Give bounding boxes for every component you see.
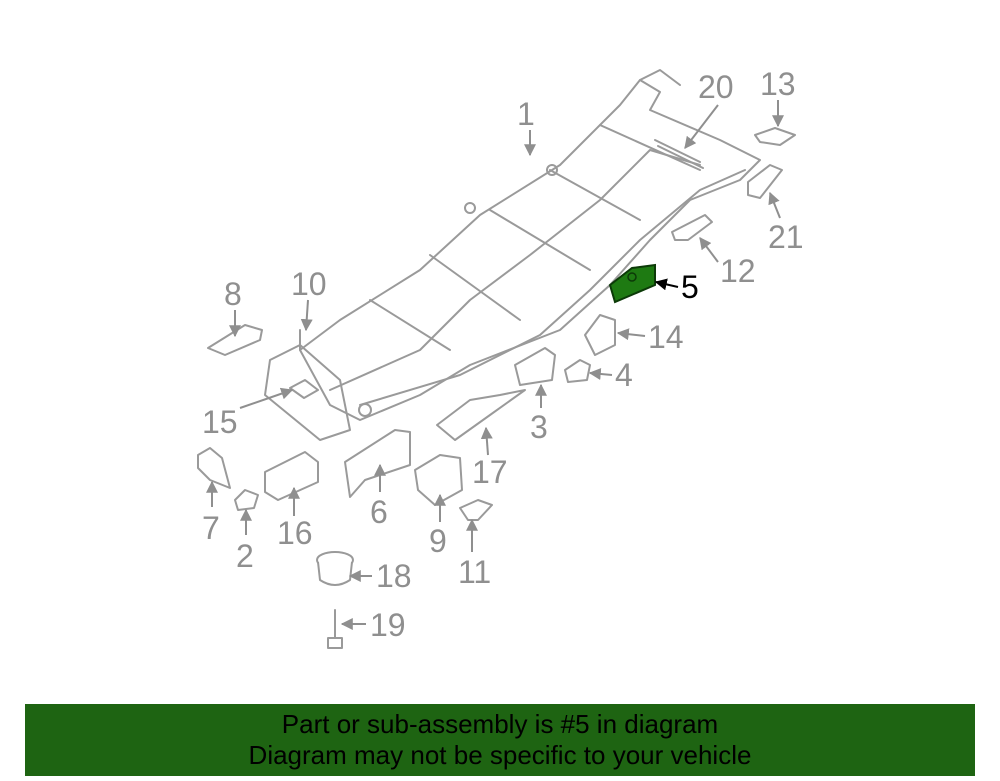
- part-5-highlighted: [608, 263, 656, 304]
- callout-9: 9: [429, 523, 447, 559]
- callout-5-highlighted: 5: [681, 269, 699, 305]
- callout-1: 1: [517, 96, 535, 132]
- part-16: [264, 451, 319, 501]
- callout-10: 10: [291, 266, 327, 302]
- frame-part-1: [264, 69, 761, 441]
- callout-20: 20: [698, 69, 734, 105]
- part-20: [654, 139, 704, 169]
- part-19: [327, 609, 343, 649]
- part-13: [754, 127, 796, 146]
- part-2: [234, 489, 259, 511]
- part-18: [316, 551, 354, 586]
- part-14: [584, 314, 616, 356]
- part-15: [289, 379, 319, 399]
- callout-16: 16: [277, 515, 313, 551]
- callout-17: 17: [472, 454, 508, 490]
- callout-14: 14: [648, 319, 684, 355]
- callout-4: 4: [615, 357, 633, 393]
- callout-7: 7: [202, 510, 220, 546]
- part-21: [747, 164, 783, 199]
- callout-2: 2: [236, 538, 254, 574]
- part-9: [414, 454, 463, 506]
- callout-3: 3: [530, 409, 548, 445]
- callout-21: 21: [768, 219, 804, 255]
- part-12: [671, 214, 713, 241]
- parts-diagram: 1 2 3 4 5 6 7 8 9 10 11 12 13 14 15 16 1…: [197, 66, 804, 649]
- callout-18: 18: [376, 558, 412, 594]
- callout-6: 6: [370, 494, 388, 530]
- part-17: [436, 389, 526, 441]
- info-banner: Part or sub-assembly is #5 in diagram Di…: [25, 704, 975, 776]
- callout-12: 12: [720, 253, 756, 289]
- part-11: [459, 499, 493, 521]
- part-6: [344, 429, 411, 498]
- leader-lines: [206, 100, 784, 630]
- callout-15: 15: [202, 404, 238, 440]
- banner-line-1: Part or sub-assembly is #5 in diagram: [281, 709, 719, 739]
- part-3: [514, 347, 556, 386]
- banner-line-2: Diagram may not be specific to your vehi…: [248, 740, 752, 770]
- callout-13: 13: [760, 66, 796, 102]
- part-4: [564, 359, 591, 383]
- callout-labels: 1 2 3 4 5 6 7 8 9 10 11 12 13 14 15 16 1…: [202, 66, 804, 643]
- part-7: [197, 447, 231, 489]
- callout-8: 8: [224, 276, 242, 312]
- callout-11: 11: [458, 554, 491, 590]
- callout-19: 19: [370, 607, 406, 643]
